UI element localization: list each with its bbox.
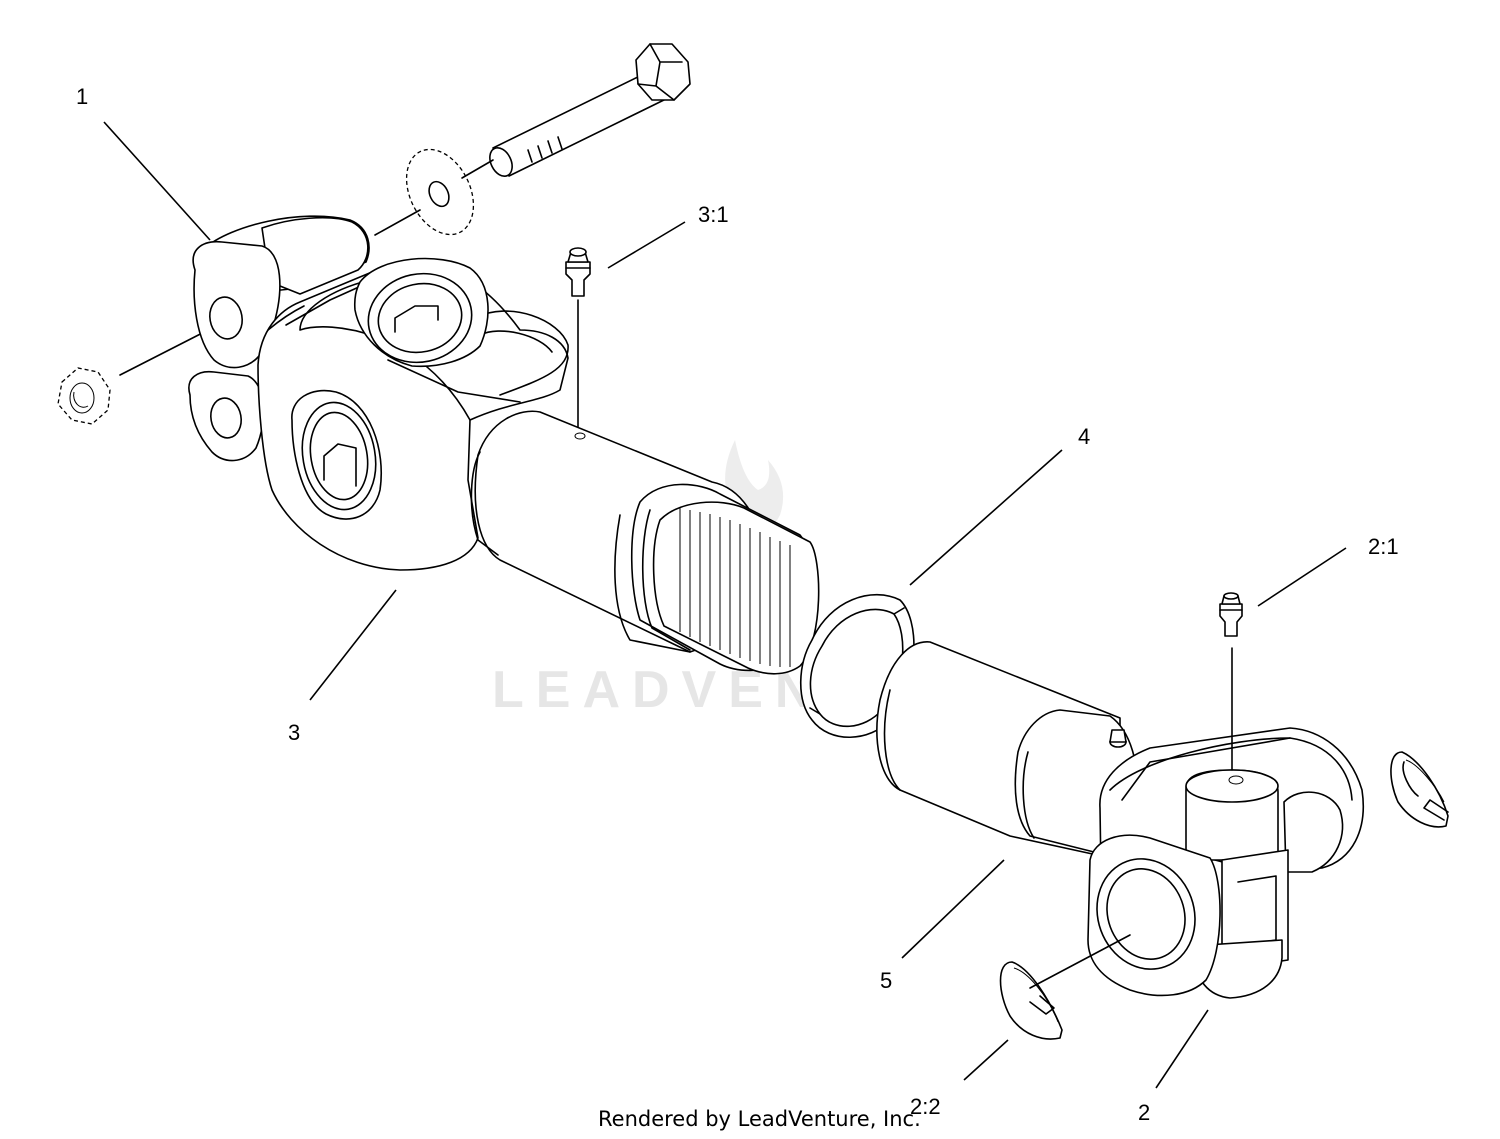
callout-3: 3 xyxy=(288,720,300,745)
leader-line xyxy=(909,449,1063,586)
callout-2-2: 2:2 xyxy=(910,1094,941,1119)
hex-nut xyxy=(57,367,111,425)
c-clip xyxy=(999,961,1063,1040)
callout-5: 5 xyxy=(880,968,892,993)
c-clip xyxy=(1390,751,1449,828)
grease-fitting xyxy=(565,247,591,297)
leader-line xyxy=(103,121,211,241)
callout-1: 1 xyxy=(76,84,88,109)
yoke xyxy=(188,215,569,571)
callout-4: 4 xyxy=(1078,424,1090,449)
callout-3-1: 3:1 xyxy=(698,202,729,227)
tube xyxy=(876,641,1141,861)
leader-line xyxy=(1155,1009,1209,1089)
leader-line xyxy=(309,589,397,701)
callout-2: 2 xyxy=(1138,1100,1150,1125)
u-joint-cross xyxy=(1087,727,1364,999)
leader-line xyxy=(901,859,1005,959)
footer-credit: Rendered by LeadVenture, Inc. xyxy=(598,1107,921,1131)
splined-shaft xyxy=(470,410,820,675)
lock-washer xyxy=(405,148,475,236)
leader-line xyxy=(607,221,686,269)
hex-bolt xyxy=(489,43,691,177)
grease-fitting xyxy=(1219,592,1243,637)
callout-2-1: 2:1 xyxy=(1368,534,1399,559)
leader-line xyxy=(963,1039,1009,1081)
leader-line xyxy=(1257,547,1347,607)
